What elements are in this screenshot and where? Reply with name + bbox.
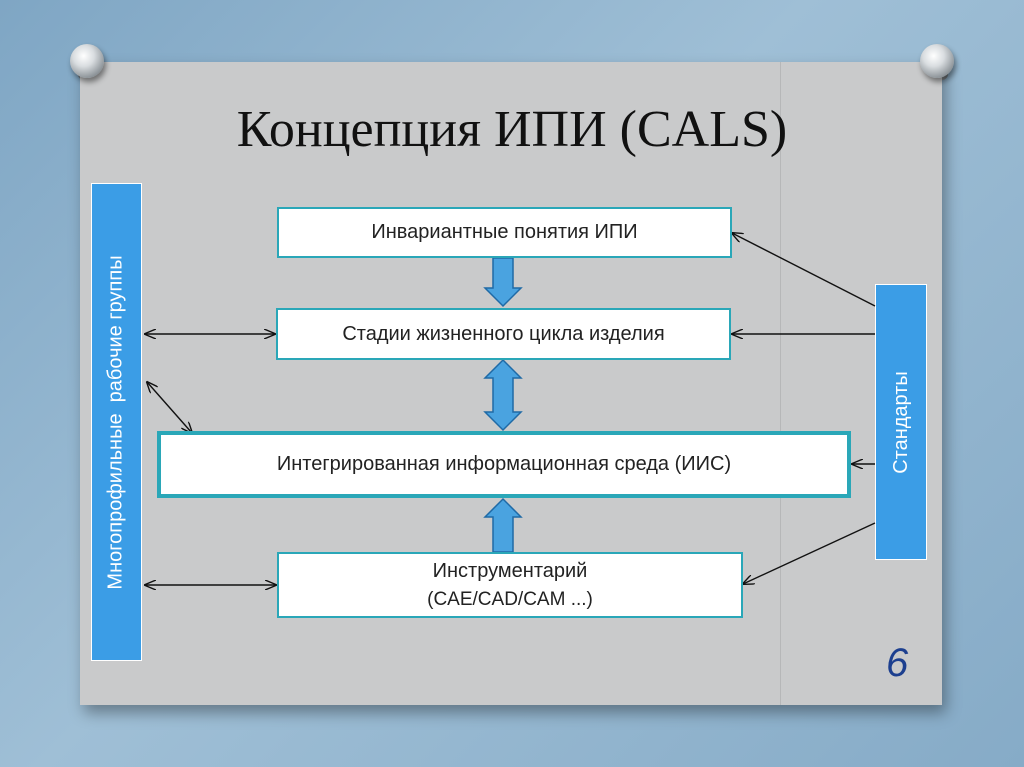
arrow-workgroups-iis xyxy=(147,382,192,433)
box-tools-label-line1: Инструментарий xyxy=(432,559,588,582)
box-invariant-concepts: Инвариантные понятия ИПИ xyxy=(277,207,732,258)
arrow-standards-to-invariant xyxy=(732,233,876,307)
left-panel-workgroups: Многопрофильные рабочие группы xyxy=(91,183,142,661)
box-lifecycle-label: Стадии жизненного цикла изделия xyxy=(342,322,665,345)
slide-fold-line xyxy=(780,62,781,705)
box-lifecycle-stages: Стадии жизненного цикла изделия xyxy=(276,308,731,360)
pushpin-icon-right xyxy=(920,44,954,80)
block-arrow-up xyxy=(483,497,523,553)
box-invariant-label: Инвариантные понятия ИПИ xyxy=(371,221,638,243)
page-number: 6 xyxy=(886,641,909,685)
pushpin-icon-left xyxy=(70,44,104,80)
block-arrow-down-1 xyxy=(483,257,523,308)
box-tools: Инструментарий (CAE/CAD/CAM ...) xyxy=(277,552,743,618)
box-integrated-environment: Интегрированная информационная среда (ИИ… xyxy=(157,431,851,498)
block-arrow-double xyxy=(483,358,523,432)
box-tools-label-line2: (CAE/CAD/CAM ...) xyxy=(427,588,593,610)
right-panel-standards: Стандарты xyxy=(875,284,927,560)
box-iis-label: Интегрированная информационная среда (ИИ… xyxy=(276,453,732,475)
slide-title: Концепция ИПИ (CALS) xyxy=(236,101,788,158)
arrow-standards-to-tools xyxy=(743,522,876,584)
